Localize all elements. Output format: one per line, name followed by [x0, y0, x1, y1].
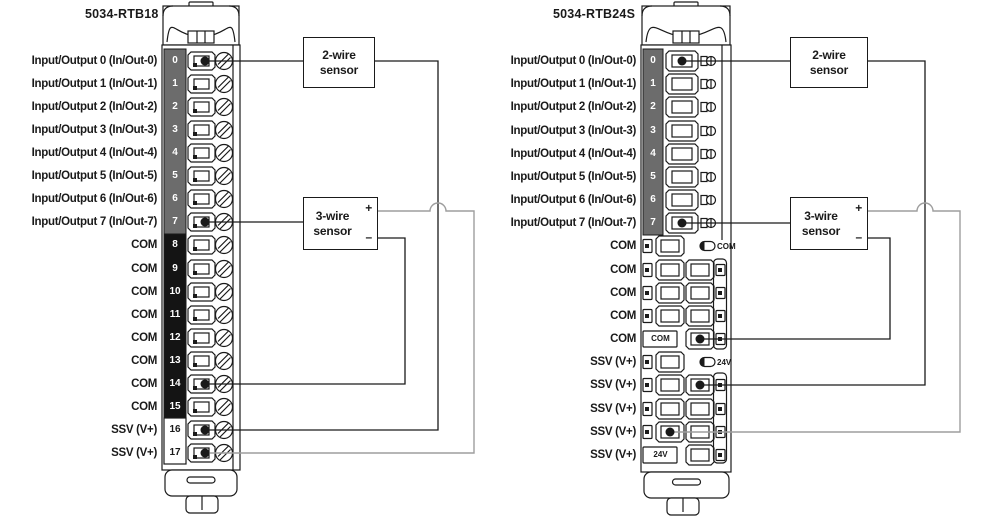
terminal-label: COM	[131, 332, 157, 344]
terminal-number: 15	[169, 401, 181, 412]
terminal-connection-dot	[200, 448, 210, 458]
terminal-connection-dot	[665, 427, 675, 437]
terminal-label: Input/Output 4 (In/Out-4)	[510, 148, 637, 160]
plus-terminal-label: +	[365, 201, 372, 215]
terminal-number: 7	[650, 217, 656, 228]
terminal-number: 5	[172, 170, 178, 181]
com-pill-label: COM	[717, 242, 736, 251]
terminal-label: Input/Output 4 (In/Out-4)	[31, 147, 158, 159]
terminal-number: 2	[650, 101, 656, 112]
terminal-number: 2	[172, 101, 178, 112]
terminal-number: 8	[172, 239, 178, 250]
terminal-connection-dot	[677, 56, 687, 66]
terminal-connection-dot	[677, 218, 687, 228]
terminal-label: COM	[131, 309, 157, 321]
terminal-connection-dot	[200, 217, 210, 227]
sensor-wire-plus	[672, 202, 961, 433]
sensor-wire	[207, 60, 439, 431]
terminal-label: Input/Output 6 (In/Out-6)	[510, 194, 637, 206]
sensor-wire	[207, 237, 406, 385]
plus-terminal-label: +	[855, 201, 862, 215]
sensor-wire-plus	[207, 202, 475, 454]
terminal-number: 4	[650, 148, 656, 159]
terminal-number: 7	[172, 216, 178, 227]
terminal-number: 6	[172, 193, 178, 204]
terminal-label: SSV (V+)	[590, 356, 636, 368]
terminal-number: 5	[650, 171, 656, 182]
sensor-wire	[702, 237, 891, 340]
terminal-connection-dot	[695, 380, 705, 390]
terminal-label: COM	[131, 286, 157, 298]
minus-terminal-label: –	[365, 230, 373, 244]
terminal-number: 17	[169, 447, 181, 458]
terminal-number: 13	[169, 355, 181, 366]
terminal-connection-dot	[200, 56, 210, 66]
terminal-label: Input/Output 1 (In/Out-1)	[510, 78, 637, 90]
terminal-number: 0	[650, 55, 656, 66]
terminal-label: COM	[610, 310, 636, 322]
terminal-number: 9	[172, 263, 178, 274]
terminal-label: SSV (V+)	[590, 379, 636, 391]
terminal-label: Input/Output 1 (In/Out-1)	[31, 78, 158, 90]
terminal-number: 3	[650, 125, 656, 136]
terminal-number: 11	[169, 309, 181, 320]
com-box-label: COM	[651, 334, 670, 343]
terminal-connection-dot	[695, 334, 705, 344]
terminal-label: Input/Output 0 (In/Out-0)	[31, 55, 158, 67]
terminal-number: 3	[172, 124, 178, 135]
right-module-title: 5034-RTB24S	[553, 7, 636, 21]
terminal-label: Input/Output 3 (In/Out-3)	[510, 125, 637, 137]
terminal-label: SSV (V+)	[111, 424, 157, 436]
terminal-label: Input/Output 0 (In/Out-0)	[510, 55, 637, 67]
terminal-label: SSV (V+)	[590, 403, 636, 415]
terminal-label: COM	[131, 263, 157, 275]
terminal-label: Input/Output 7 (In/Out-7)	[510, 217, 637, 229]
terminal-label: SSV (V+)	[590, 449, 636, 461]
24v-box-label: 24V	[653, 450, 668, 459]
terminal-label: COM	[131, 239, 157, 251]
terminal-number: 4	[172, 147, 178, 158]
terminal-label: COM	[610, 264, 636, 276]
terminal-label: COM	[610, 333, 636, 345]
minus-terminal-label: –	[855, 230, 863, 244]
terminal-connection-dot	[200, 379, 210, 389]
terminal-label: COM	[610, 287, 636, 299]
terminal-number: 1	[650, 78, 656, 89]
terminal-label: Input/Output 2 (In/Out-2)	[510, 101, 637, 113]
terminal-label: Input/Output 2 (In/Out-2)	[31, 101, 158, 113]
terminal-number: 12	[169, 332, 181, 343]
terminal-label: Input/Output 3 (In/Out-3)	[31, 124, 158, 136]
terminal-number: 0	[172, 55, 178, 66]
terminal-label: COM	[131, 378, 157, 390]
terminal-label: COM	[131, 401, 157, 413]
terminal-label: COM	[131, 355, 157, 367]
terminal-connection-dot	[200, 425, 210, 435]
terminal-label: SSV (V+)	[111, 447, 157, 459]
terminal-number: 10	[169, 286, 181, 297]
terminal-label: Input/Output 7 (In/Out-7)	[31, 216, 158, 228]
terminal-label: COM	[610, 240, 636, 252]
terminal-label: Input/Output 5 (In/Out-5)	[31, 170, 158, 182]
terminal-number: 1	[172, 78, 178, 89]
terminal-label: Input/Output 6 (In/Out-6)	[31, 193, 158, 205]
terminal-label: Input/Output 5 (In/Out-5)	[510, 171, 637, 183]
left-module-title: 5034-RTB18	[85, 7, 159, 21]
terminal-number: 6	[650, 194, 656, 205]
terminal-number: 14	[169, 378, 181, 389]
24v-pill-label: 24V	[717, 358, 732, 367]
terminal-label: SSV (V+)	[590, 426, 636, 438]
terminal-number: 16	[169, 424, 181, 435]
sensor-wire	[702, 60, 926, 386]
